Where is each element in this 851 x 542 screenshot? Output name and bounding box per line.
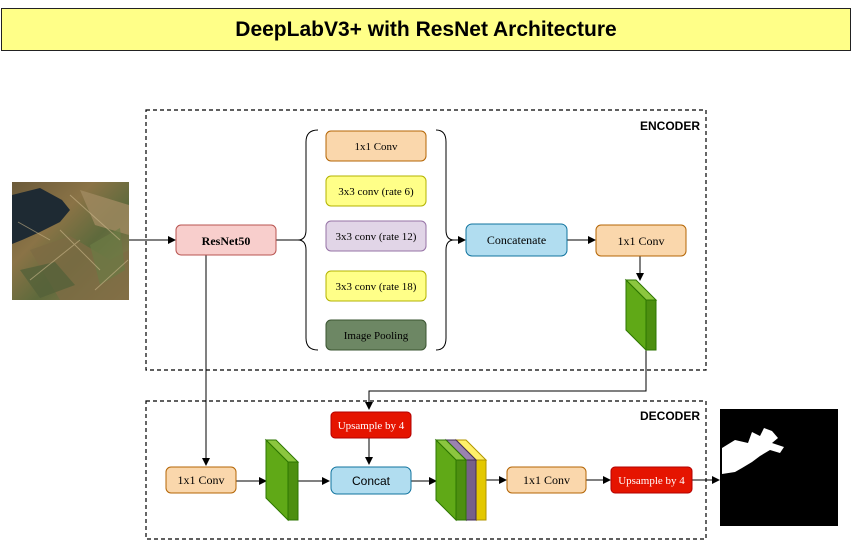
decoder-label: DECODER bbox=[640, 409, 700, 423]
concatenated-feature-stack bbox=[434, 438, 488, 522]
aspp-branch-5-label: Image Pooling bbox=[344, 330, 409, 342]
concatenate-block[interactable]: Concatenate bbox=[465, 223, 568, 257]
encoder-1x1-conv-block[interactable]: 1x1 Conv bbox=[595, 224, 687, 257]
output-segmentation-mask bbox=[720, 409, 838, 526]
decoder-frame bbox=[145, 400, 707, 540]
aspp-branch-4[interactable]: 3x3 conv (rate 18) bbox=[325, 270, 427, 302]
concat-label: Concat bbox=[352, 474, 391, 488]
aspp-branch-2-label: 3x3 conv (rate 6) bbox=[338, 186, 414, 198]
aspp-branch-4-label: 3x3 conv (rate 18) bbox=[336, 281, 417, 293]
aspp-branches: 1x1 Conv 3x3 conv (rate 6) 3x3 conv (rate … bbox=[325, 130, 427, 351]
decoder-1x1-conv-label: 1x1 Conv bbox=[177, 473, 224, 487]
arrow-feature-to-upsample bbox=[365, 350, 647, 410]
resnet50-label: ResNet50 bbox=[202, 234, 251, 248]
aspp-branch-3-label: 3x3 conv (rate 12) bbox=[336, 231, 417, 243]
diagram-title: DeepLabV3+ with ResNet Architecture bbox=[1, 8, 851, 51]
encoder-label: ENCODER bbox=[640, 119, 700, 133]
concat-block[interactable]: Concat bbox=[330, 466, 412, 495]
aspp-left-bracket bbox=[297, 129, 319, 351]
aspp-branch-2[interactable]: 3x3 conv (rate 6) bbox=[325, 175, 427, 207]
upsample-output-label: Upsample by 4 bbox=[618, 475, 685, 487]
resnet50-block[interactable]: ResNet50 bbox=[175, 224, 277, 256]
encoder-1x1-conv-label: 1x1 Conv bbox=[617, 234, 664, 248]
upsample-top-label: Upsample by 4 bbox=[338, 420, 405, 432]
input-satellite-image bbox=[12, 182, 129, 300]
decoder-1x1-conv-block[interactable]: 1x1 Conv bbox=[165, 466, 237, 494]
upsample-by-4-top[interactable]: Upsample by 4 bbox=[330, 411, 412, 439]
aspp-branch-1-label: 1x1 Conv bbox=[354, 141, 398, 153]
aspp-right-bracket bbox=[435, 129, 455, 351]
aspp-branch-5[interactable]: Image Pooling bbox=[325, 319, 427, 351]
encoder-feature-map bbox=[624, 278, 658, 352]
concatenate-label: Concatenate bbox=[487, 233, 546, 247]
low-level-feature-map bbox=[264, 438, 300, 522]
aspp-branch-1[interactable]: 1x1 Conv bbox=[325, 130, 427, 162]
aspp-branch-3[interactable]: 3x3 conv (rate 12) bbox=[325, 220, 427, 252]
decoder-final-conv-label: 1x1 Conv bbox=[523, 473, 570, 487]
decoder-final-1x1-conv-block[interactable]: 1x1 Conv bbox=[506, 466, 587, 494]
encoder-frame bbox=[145, 109, 707, 371]
upsample-by-4-output[interactable]: Upsample by 4 bbox=[610, 466, 693, 494]
